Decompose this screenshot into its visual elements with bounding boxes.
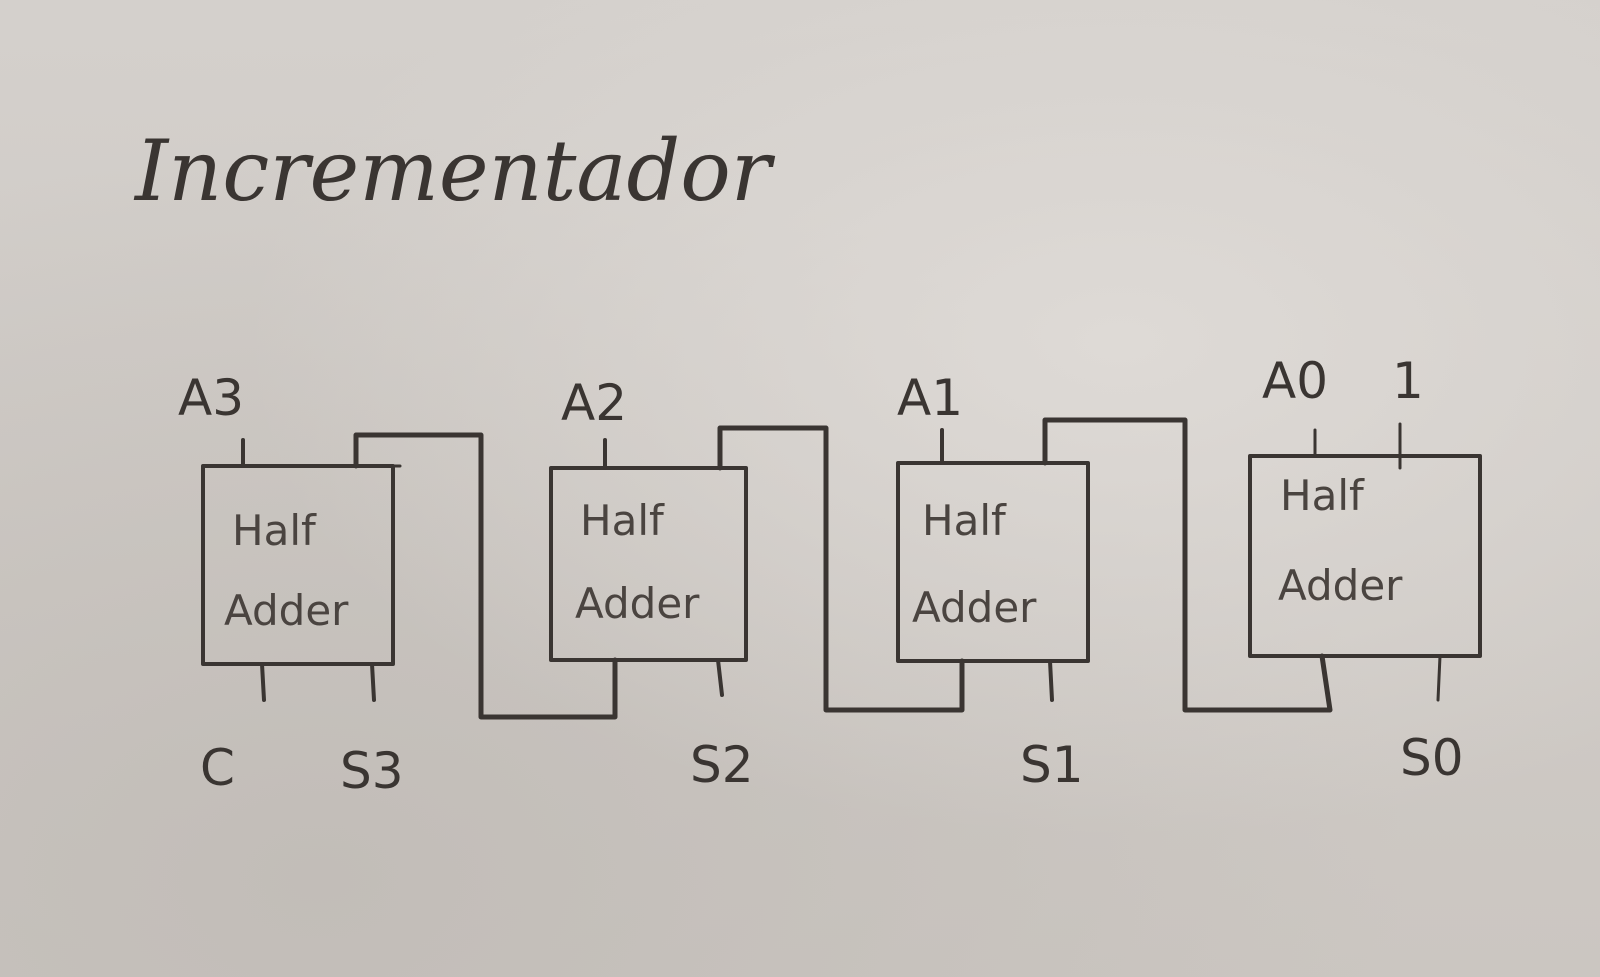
input-label-a1: A1 (897, 369, 963, 427)
block-2-label-line2: Adder (575, 579, 700, 628)
input-label-one: 1 (1392, 352, 1424, 410)
half-adder-block-1: Half Adder (896, 461, 1090, 663)
carry-wire-3-to-2 (353, 432, 618, 720)
block-0-label-line1: Half (1280, 471, 1365, 520)
input-label-a2: A2 (561, 374, 627, 432)
block-3-label-line2: Adder (224, 586, 349, 635)
input-label-a3: A3 (178, 369, 244, 427)
block-3-label-line1: Half (232, 506, 317, 555)
input-label-a0: A0 (1262, 352, 1328, 410)
block-0-label-line2: Adder (1278, 561, 1403, 610)
half-adder-block-0: Half Adder (1248, 454, 1482, 658)
output-label-s0: S0 (1400, 729, 1464, 787)
block-2-label-line1: Half (580, 496, 665, 545)
half-adder-block-2: Half Adder (549, 466, 748, 662)
carry-wire-1-to-0 (1042, 417, 1333, 713)
input-stubs (241, 422, 1402, 470)
output-label-carry: C (200, 739, 235, 797)
output-stubs (260, 654, 1442, 702)
block-1-label-line2: Adder (912, 583, 1037, 632)
diagram-title: Incrementador (133, 122, 776, 220)
carry-wire-2-to-1 (717, 425, 965, 713)
output-label-s1: S1 (1020, 736, 1084, 794)
output-label-s3: S3 (340, 742, 404, 800)
output-label-s2: S2 (690, 736, 754, 794)
half-adder-block-3: Half Adder (201, 464, 402, 666)
block-1-label-line1: Half (922, 496, 1007, 545)
